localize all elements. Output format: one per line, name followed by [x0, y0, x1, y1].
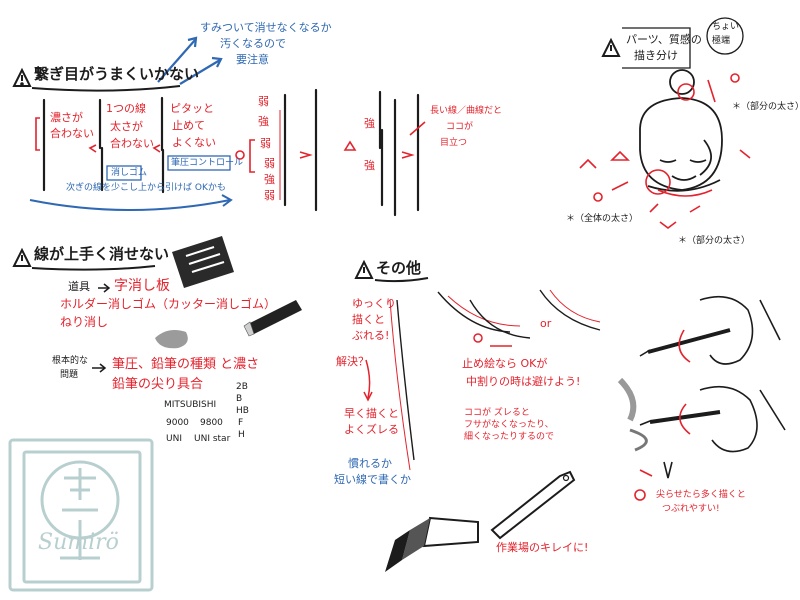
parts-title-2: 描き分け: [634, 49, 678, 62]
solution-label: 解決？: [336, 355, 369, 368]
blue-note-line2: 汚くなるので: [220, 37, 286, 50]
label-weak-4: 弱: [264, 189, 275, 202]
warning-icon: [354, 259, 374, 279]
label-thickness-mismatch-2: 合わない: [50, 127, 94, 140]
logo-text: Sumirö: [38, 530, 119, 555]
pencil-model-9000: 9000: [166, 418, 189, 428]
warning-icon: [12, 67, 32, 87]
pencil-grade-b: B: [236, 394, 243, 404]
fast-note-2: よくズレる: [344, 423, 399, 436]
label-line-thickness-2: 太さが: [110, 120, 143, 133]
bottom-blue-note: 次ぎの線を少こし上から引けば OKかも: [66, 183, 226, 193]
shift-note-2: フサがなくなったり、: [464, 420, 554, 430]
pencil-brand-uni: UNI: [166, 434, 182, 444]
other-title: その他: [376, 259, 422, 277]
trembling-note-1: 尖らせたら多く描くと: [656, 490, 746, 500]
pencil-grade-2b: 2B: [236, 382, 248, 392]
face-illustration: [639, 69, 723, 192]
or-label: or: [540, 317, 552, 330]
erase-title: 線が上手く消せない: [34, 245, 170, 263]
parts-note-3: ＊（部分の太さ）: [678, 236, 751, 246]
pencil-grade-hb: HB: [236, 406, 249, 416]
label-weak-2: 弱: [260, 137, 271, 150]
slow-note-1: ゆっくり: [352, 297, 396, 310]
label-strong-2: 強: [264, 173, 275, 186]
sumiro-logo-icon: [8, 438, 154, 592]
practice-note-2: 短い線で書くか: [334, 473, 411, 486]
label-stop-sharp-1: ピタッと: [170, 102, 214, 115]
label-strong-4: 強: [364, 159, 375, 172]
label-line-thickness-1: 1つの線: [106, 102, 146, 115]
label-thickness-mismatch-1: 濃さが: [50, 111, 83, 124]
slow-note-3: ぶれる!: [352, 329, 390, 342]
shift-note-3: 細くなったりするので: [464, 432, 555, 442]
joins-title: 繋ぎ目がうまくいかない: [34, 65, 200, 83]
tool-erasing-shield: 字消し板: [114, 278, 170, 294]
pencil-brand-1: MITSUBISHI: [164, 400, 217, 410]
brush-icon: [385, 470, 576, 572]
parts-note-2: ＊（全体の太さ）: [566, 214, 639, 224]
warning-icon: [12, 247, 32, 267]
label-weak-3: 弱: [264, 157, 275, 170]
clean-workspace-note: 作業場のキレイに!: [496, 541, 589, 554]
tool-holder-eraser: ホルダー消しゴム（カッター消しゴム）: [60, 297, 277, 311]
trembling-note-2: つぶれやすい!: [662, 504, 720, 514]
practice-note-1: 慣れるか: [348, 457, 392, 470]
long-lines-note-1: 長い線／曲線だと: [430, 106, 503, 116]
warning-icon: [601, 37, 621, 57]
long-lines-note-3: 目立つ: [440, 138, 468, 148]
label-stop-sharp-3: よくない: [172, 136, 216, 149]
parts-title-1: パーツ、質感の: [626, 33, 702, 46]
label-stop-sharp-2: 止めて: [172, 119, 205, 132]
root-problem-label-2: 問題: [60, 370, 79, 380]
label-weak-1: 弱: [258, 95, 269, 108]
pencil-model-9800: 9800: [200, 418, 223, 428]
pressure-control-box-label: 筆圧コントロール: [171, 158, 244, 168]
kneaded-eraser-icon: [155, 330, 188, 349]
erasing-shield-icon: [172, 236, 234, 288]
long-lines-note-2: ココが: [446, 122, 474, 132]
tools-label: 道具: [68, 280, 90, 293]
parts-note-1: ＊（部分の太さ）: [732, 102, 800, 112]
badge-line-2: 極端: [712, 36, 731, 46]
badge-line-1: ちょい: [712, 22, 740, 32]
stop-ok-note-2: 中割りの時は避けよう!: [466, 375, 581, 388]
tool-kneaded-eraser: ねり消し: [60, 315, 109, 329]
label-strong-3: 強: [364, 117, 375, 130]
blue-note-line3: 要注意: [236, 53, 269, 66]
blue-note-line1: すみついて消せなくなるか: [200, 21, 332, 34]
label-line-thickness-3: 合わない: [110, 137, 154, 150]
pencil-grade-h: H: [238, 430, 245, 440]
root-problem-2: 鉛筆の尖り具合: [112, 377, 204, 392]
holder-eraser-icon: [243, 300, 302, 337]
slow-note-2: 描くと: [352, 313, 385, 326]
hand-pencil-illustration: [639, 295, 786, 453]
shift-note-1: ココが ズレると: [464, 408, 530, 418]
pencil-model-uni-star: UNI star: [194, 434, 231, 444]
pencil-grade-f: F: [238, 418, 244, 428]
erase-box-label: 消しゴム: [111, 168, 148, 178]
label-strong-1: 強: [258, 115, 269, 128]
root-problem-label-1: 根本的な: [52, 356, 89, 366]
fast-note-1: 早く描くと: [344, 407, 399, 420]
stop-ok-note-1: 止め絵なら OKが: [462, 357, 548, 370]
root-problem-1: 筆圧、鉛筆の種類 と濃さ: [112, 357, 260, 372]
